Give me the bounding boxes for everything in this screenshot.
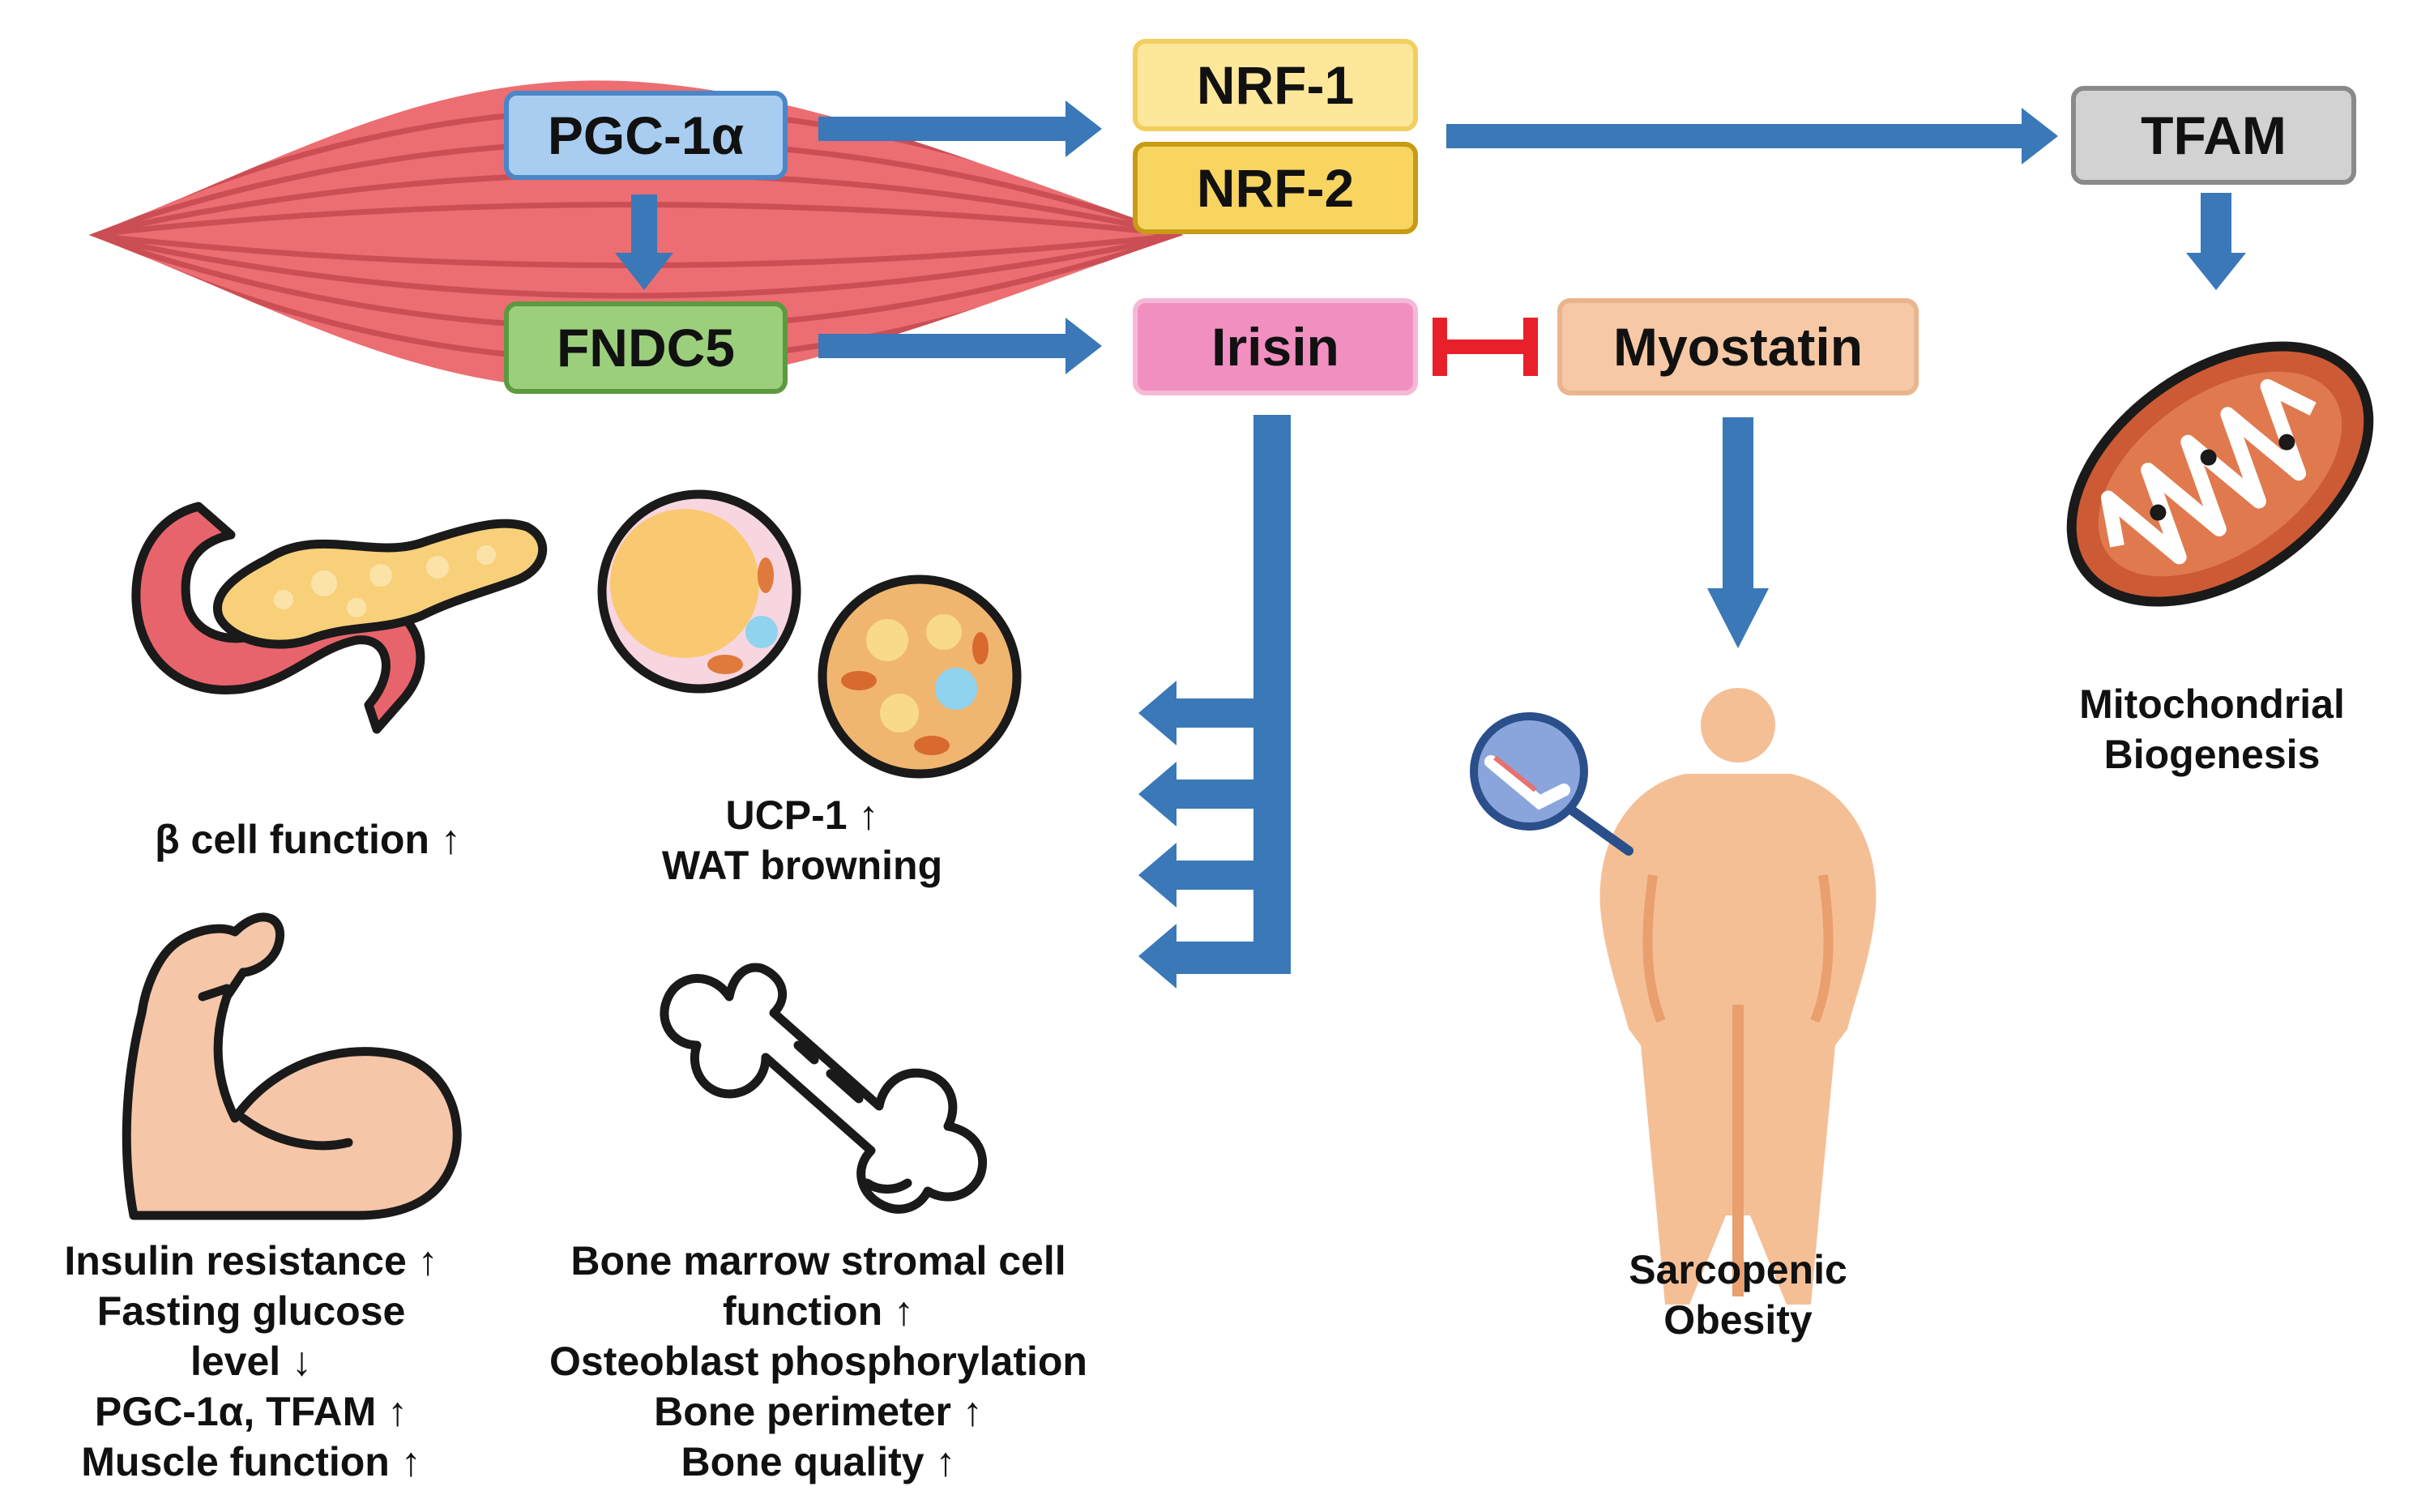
caption-line: PGC-1α, TFAM ↑: [94, 1389, 408, 1434]
caption-bone: Bone marrow stromal cell function ↑ Oste…: [486, 1236, 1151, 1487]
caption-line: Insulin resistance ↑: [64, 1238, 438, 1283]
caption-line: Biogenesis: [2103, 732, 2321, 777]
flexed-bicep-icon: [122, 912, 462, 1220]
pancreas-icon: [131, 502, 548, 734]
caption-line: Bone perimeter ↑: [654, 1389, 983, 1434]
caption-line: level ↓: [190, 1339, 313, 1384]
node-pgc: PGC-1α: [504, 91, 788, 180]
node-tfam: TFAM: [2071, 86, 2356, 185]
inhibition-irisin-myostatin: [1433, 318, 1538, 376]
caption-line: Fasting glucose: [96, 1288, 406, 1334]
caption-line: Obesity: [1663, 1297, 1813, 1343]
mitochondria-icon: [2066, 341, 2374, 607]
node-fndc5: FNDC5: [504, 301, 788, 394]
arrow-pgc-to-fndc5: [615, 194, 673, 290]
obese-person-icon: [1599, 688, 1877, 1305]
bone-icon: [660, 963, 988, 1214]
caption-line: Sarcopenic: [1629, 1247, 1847, 1292]
caption-line: Mitochondrial: [2079, 681, 2345, 727]
node-nrf1: NRF-1: [1133, 39, 1418, 131]
node-irisin: Irisin: [1133, 298, 1418, 395]
node-myostatin: Myostatin: [1557, 298, 1919, 395]
fat-cell-icon: [597, 489, 1022, 779]
caption-line: UCP-1 ↑: [725, 792, 879, 838]
caption-line: WAT browning: [661, 843, 943, 888]
arrow-pgc-to-nrf: [818, 100, 1102, 157]
caption-line: Bone marrow stromal cell: [570, 1238, 1066, 1283]
caption-line: Bone quality ↑: [681, 1439, 956, 1484]
caption-ucp1: UCP-1 ↑ WAT browning: [583, 790, 1021, 891]
caption-line: Muscle function ↑: [81, 1439, 421, 1484]
node-nrf2: NRF-2: [1133, 142, 1418, 234]
caption-line: β cell function ↑: [155, 817, 461, 862]
caption-beta-cell: β cell function ↑: [81, 814, 535, 865]
arrow-nrf-to-tfam: [1446, 108, 2058, 164]
magnifier-icon: [1470, 712, 1633, 856]
caption-sarco: Sarcopenic Obesity: [1556, 1245, 1920, 1345]
arrow-irisin-to-effects: [1138, 415, 1291, 989]
caption-line: function ↑: [722, 1288, 915, 1334]
caption-line: Osteoblast phosphorylation: [549, 1339, 1087, 1384]
caption-insulin: Insulin resistance ↑ Fasting glucose lev…: [16, 1236, 486, 1487]
arrow-fndc5-to-irisin: [818, 318, 1102, 374]
arrow-tfam-to-mito: [2186, 193, 2246, 290]
arrow-myostatin-to-obesity: [1707, 417, 1769, 648]
caption-mito: Mitochondrial Biogenesis: [2009, 679, 2415, 779]
